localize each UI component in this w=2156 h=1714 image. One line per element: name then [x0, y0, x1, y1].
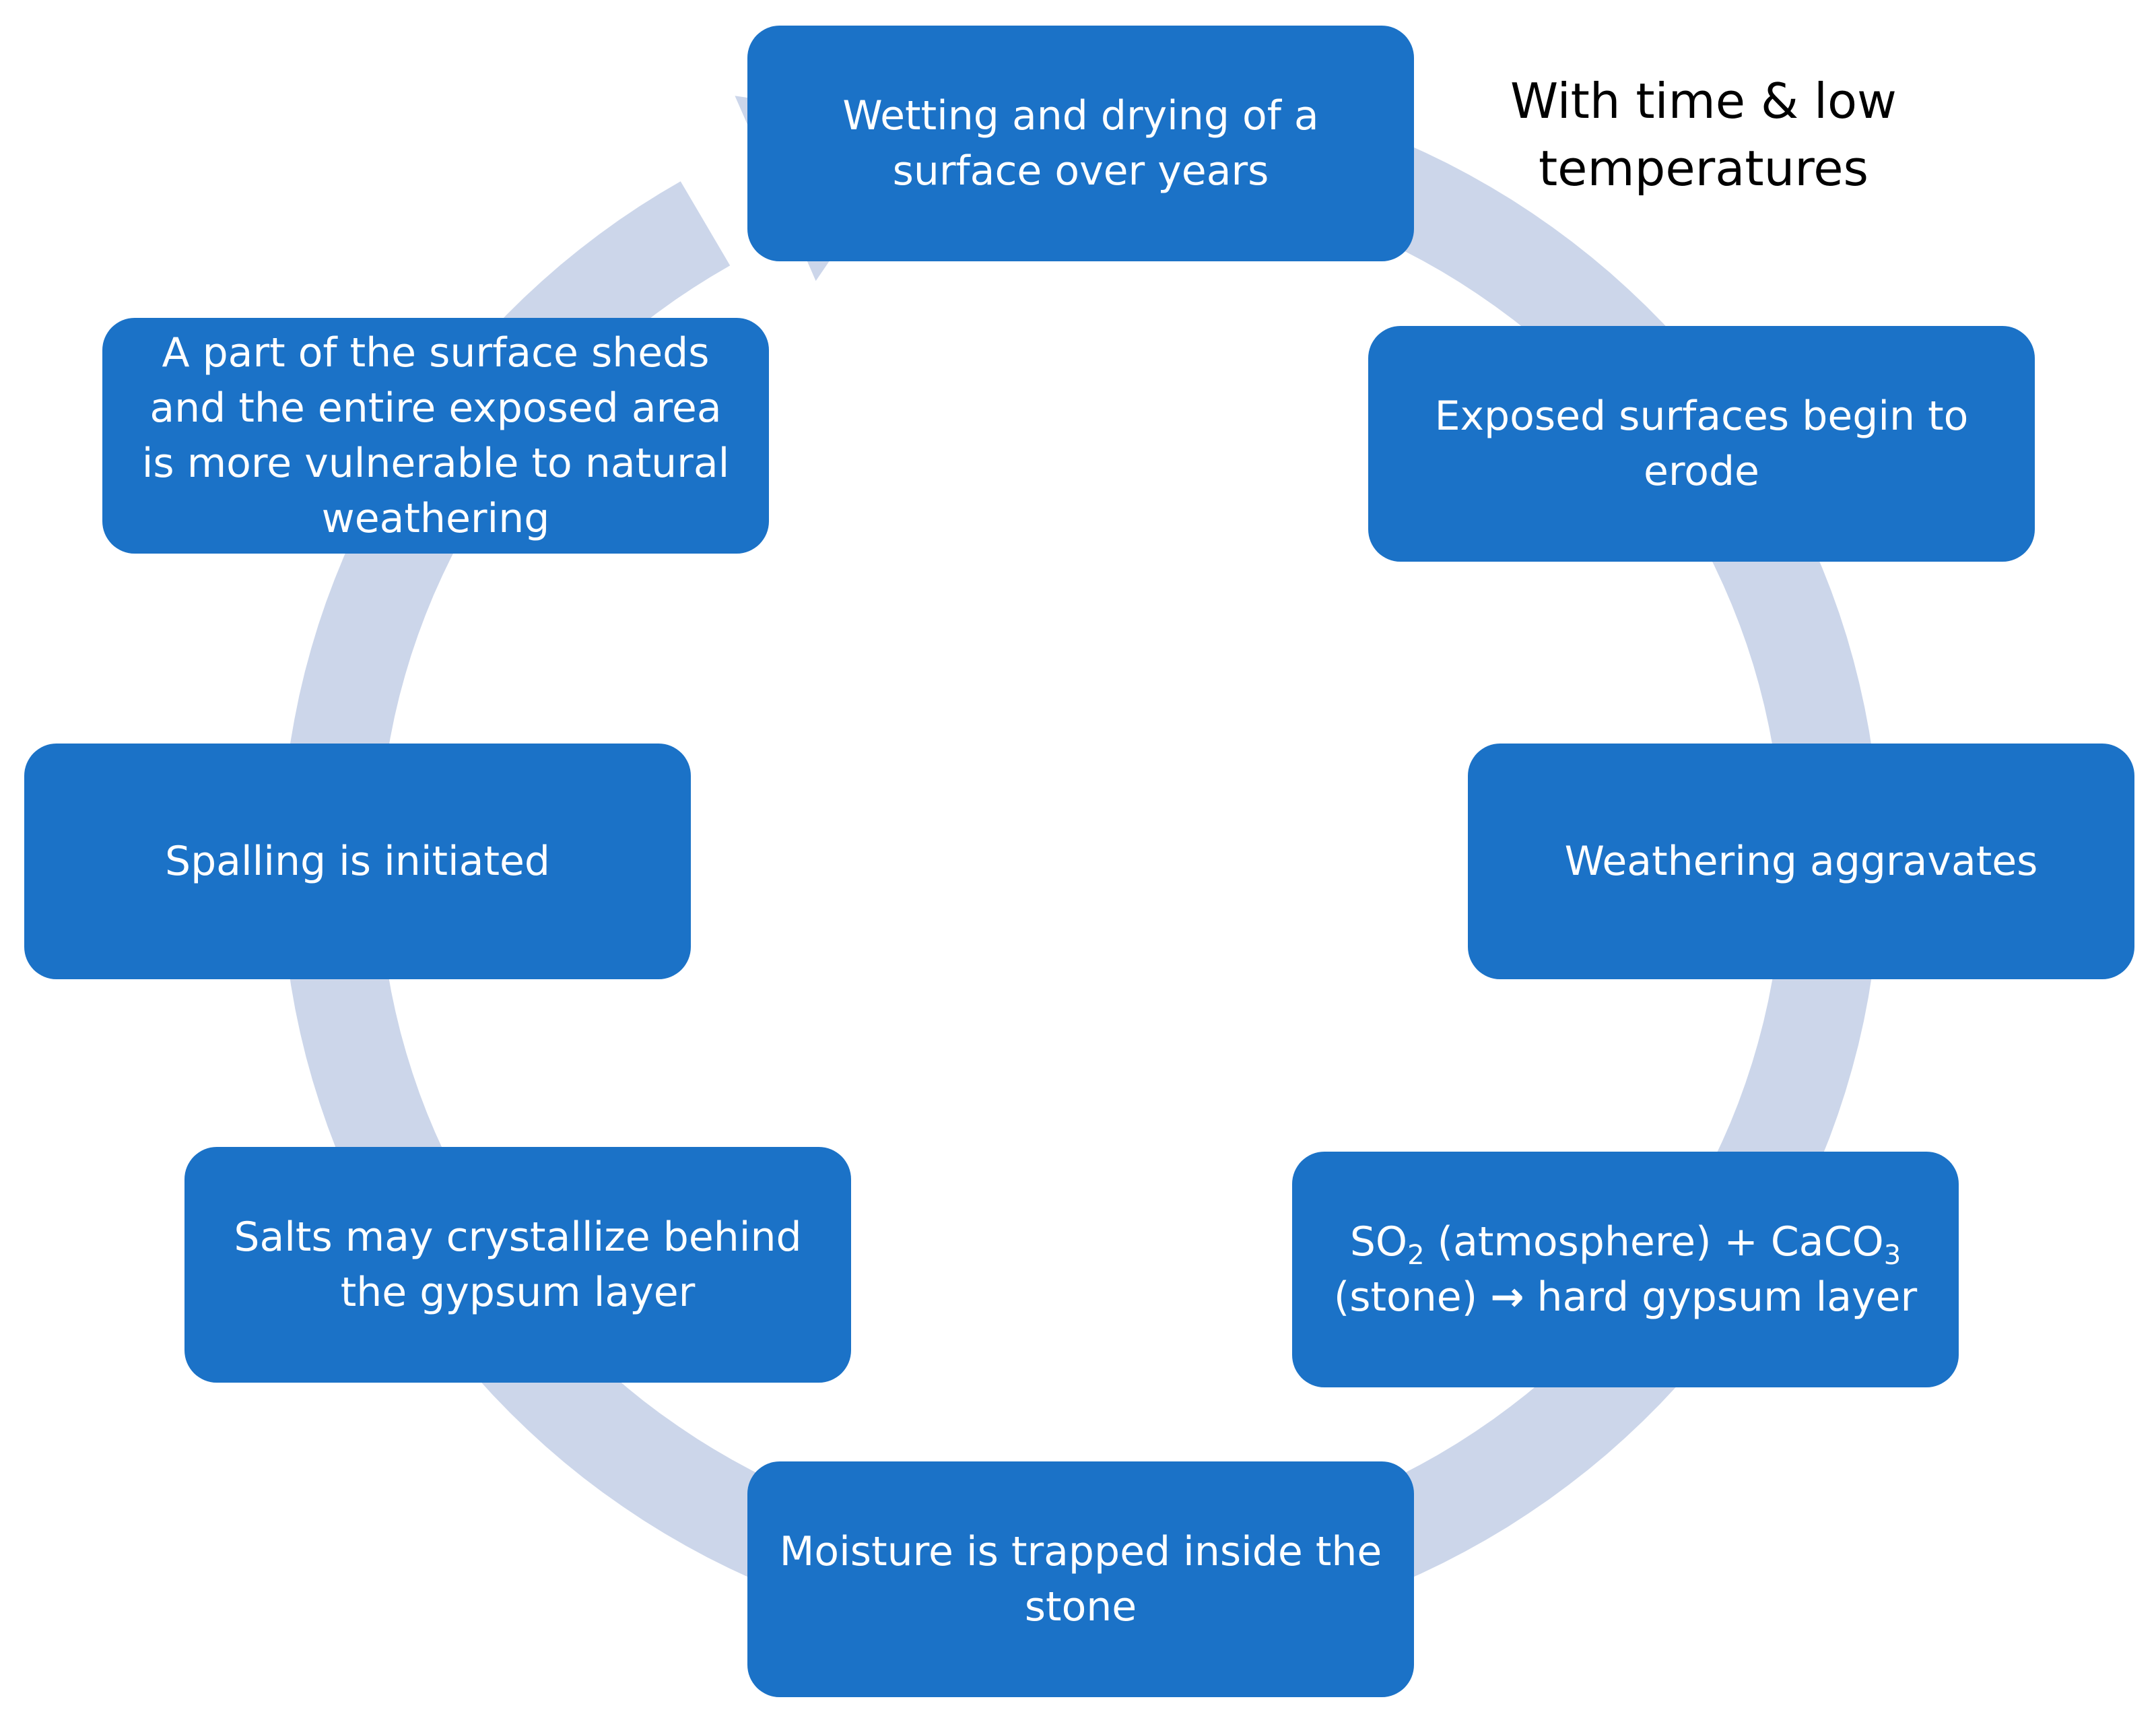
- formula-text: SO2 (atmosphere) + CaCO3 (stone) → hard …: [1334, 1214, 1917, 1325]
- step-wetting-drying: Wetting and drying of a surface over yea…: [747, 26, 1414, 261]
- step-gypsum-formation: SO2 (atmosphere) + CaCO3 (stone) → hard …: [1292, 1152, 1959, 1387]
- formula-so-subscript: 2: [1407, 1240, 1425, 1271]
- formula-line-1: SO2 (atmosphere) + CaCO3: [1334, 1214, 1917, 1270]
- step-label: Spalling is initiated: [165, 838, 550, 885]
- formula-stone: (stone): [1333, 1274, 1478, 1321]
- step-label: A part of the surface sheds and the enti…: [141, 329, 730, 542]
- formula-so: SO: [1349, 1218, 1408, 1265]
- step-label: Wetting and drying of a surface over yea…: [842, 92, 1319, 195]
- step-salts-crystallize: Salts may crystallize behind the gypsum …: [184, 1147, 851, 1383]
- step-moisture-trapped: Moisture is trapped inside the stone: [747, 1461, 1414, 1697]
- step-label: Exposed surfaces begin to erode: [1434, 393, 1969, 495]
- formula-product: hard gypsum layer: [1537, 1274, 1918, 1321]
- step-label: Weathering aggravates: [1564, 838, 2038, 885]
- cycle-annotation: With time & low temperatures: [1510, 73, 1897, 197]
- step-weathering-aggravates: Weathering aggravates: [1468, 744, 2134, 979]
- formula-caco-subscript: 3: [1883, 1240, 1901, 1271]
- formula-atmosphere-caco: (atmosphere) + CaCO: [1437, 1218, 1884, 1265]
- step-surfaces-erode: Exposed surfaces begin to erode: [1368, 326, 2035, 562]
- arrow-right-icon: →: [1490, 1274, 1524, 1321]
- formula-line-2: (stone) → hard gypsum layer: [1334, 1270, 1917, 1325]
- step-spalling: Spalling is initiated: [24, 744, 691, 979]
- step-label: Moisture is trapped inside the stone: [779, 1528, 1382, 1630]
- step-surface-sheds: A part of the surface sheds and the enti…: [102, 318, 769, 554]
- step-label: Salts may crystallize behind the gypsum …: [234, 1214, 802, 1316]
